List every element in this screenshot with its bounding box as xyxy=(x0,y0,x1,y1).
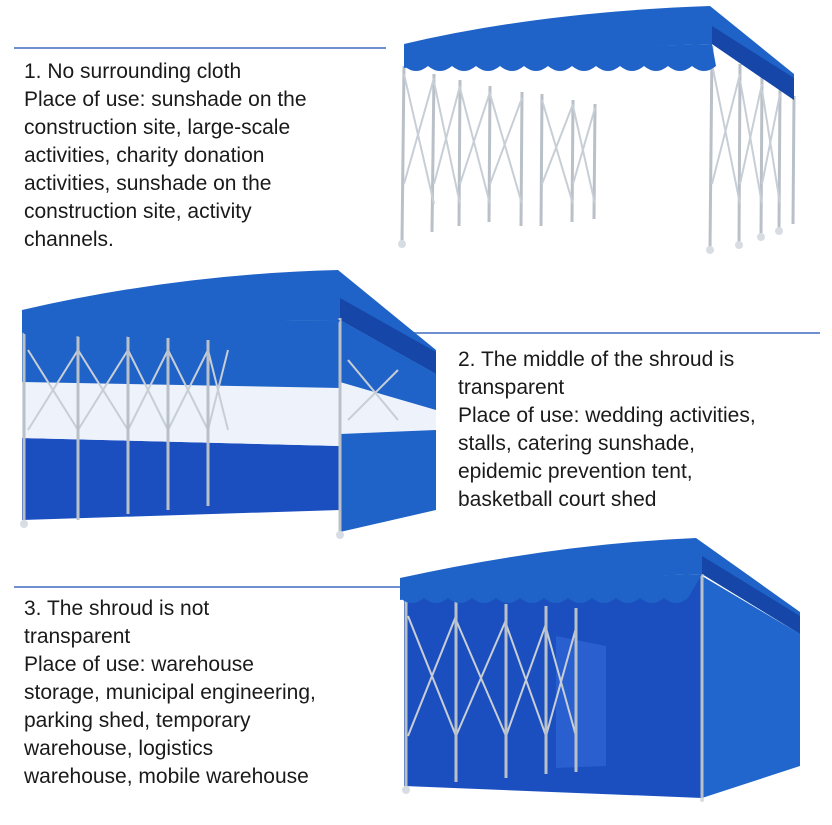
divider-rule-3 xyxy=(14,586,400,588)
section-1-usage-line: construction site, large-scale xyxy=(24,116,291,139)
section-1-usage-line: activities, charity donation xyxy=(24,144,265,167)
section-1-usage-line: channels. xyxy=(24,228,114,251)
section-2-usage-line: Place of use: wedding activities, xyxy=(458,404,756,427)
section-3-usage-line: Place of use: warehouse xyxy=(24,653,254,676)
divider-rule-1 xyxy=(14,47,386,49)
section-3-usage-line: parking shed, temporary xyxy=(24,709,251,732)
section-1-usage-line: Place of use: sunshade on the xyxy=(24,88,307,111)
section-2-usage-line: basketball court shed xyxy=(458,488,657,511)
section-3-title: transparent xyxy=(24,625,131,648)
section-3-usage-line: storage, municipal engineering, xyxy=(24,681,316,704)
tent-image-enclosed xyxy=(396,536,802,802)
divider-rule-2 xyxy=(400,332,820,334)
section-1-usage-line: activities, sunshade on the xyxy=(24,172,272,195)
section-3-text: 3. The shroud is not transparent Place o… xyxy=(24,595,316,791)
section-3-usage-line: warehouse, logistics xyxy=(24,737,214,760)
section-2-title: transparent xyxy=(458,376,565,399)
section-1-text: 1. No surrounding cloth Place of use: su… xyxy=(24,58,307,254)
section-2-usage-line: epidemic prevention tent, xyxy=(458,460,693,483)
section-2-usage-line: stalls, catering sunshade, xyxy=(458,432,695,455)
tent-image-open-frame xyxy=(390,4,810,254)
section-3-usage-line: warehouse, mobile warehouse xyxy=(24,765,309,788)
section-1-title: 1. No surrounding cloth xyxy=(24,60,242,83)
section-2-title: 2. The middle of the shroud is xyxy=(458,348,735,371)
section-3-title: 3. The shroud is not xyxy=(24,597,210,620)
section-1-usage-line: construction site, activity xyxy=(24,200,252,223)
tent-image-transparent-middle xyxy=(18,270,440,540)
section-2-text: 2. The middle of the shroud is transpare… xyxy=(458,346,756,514)
